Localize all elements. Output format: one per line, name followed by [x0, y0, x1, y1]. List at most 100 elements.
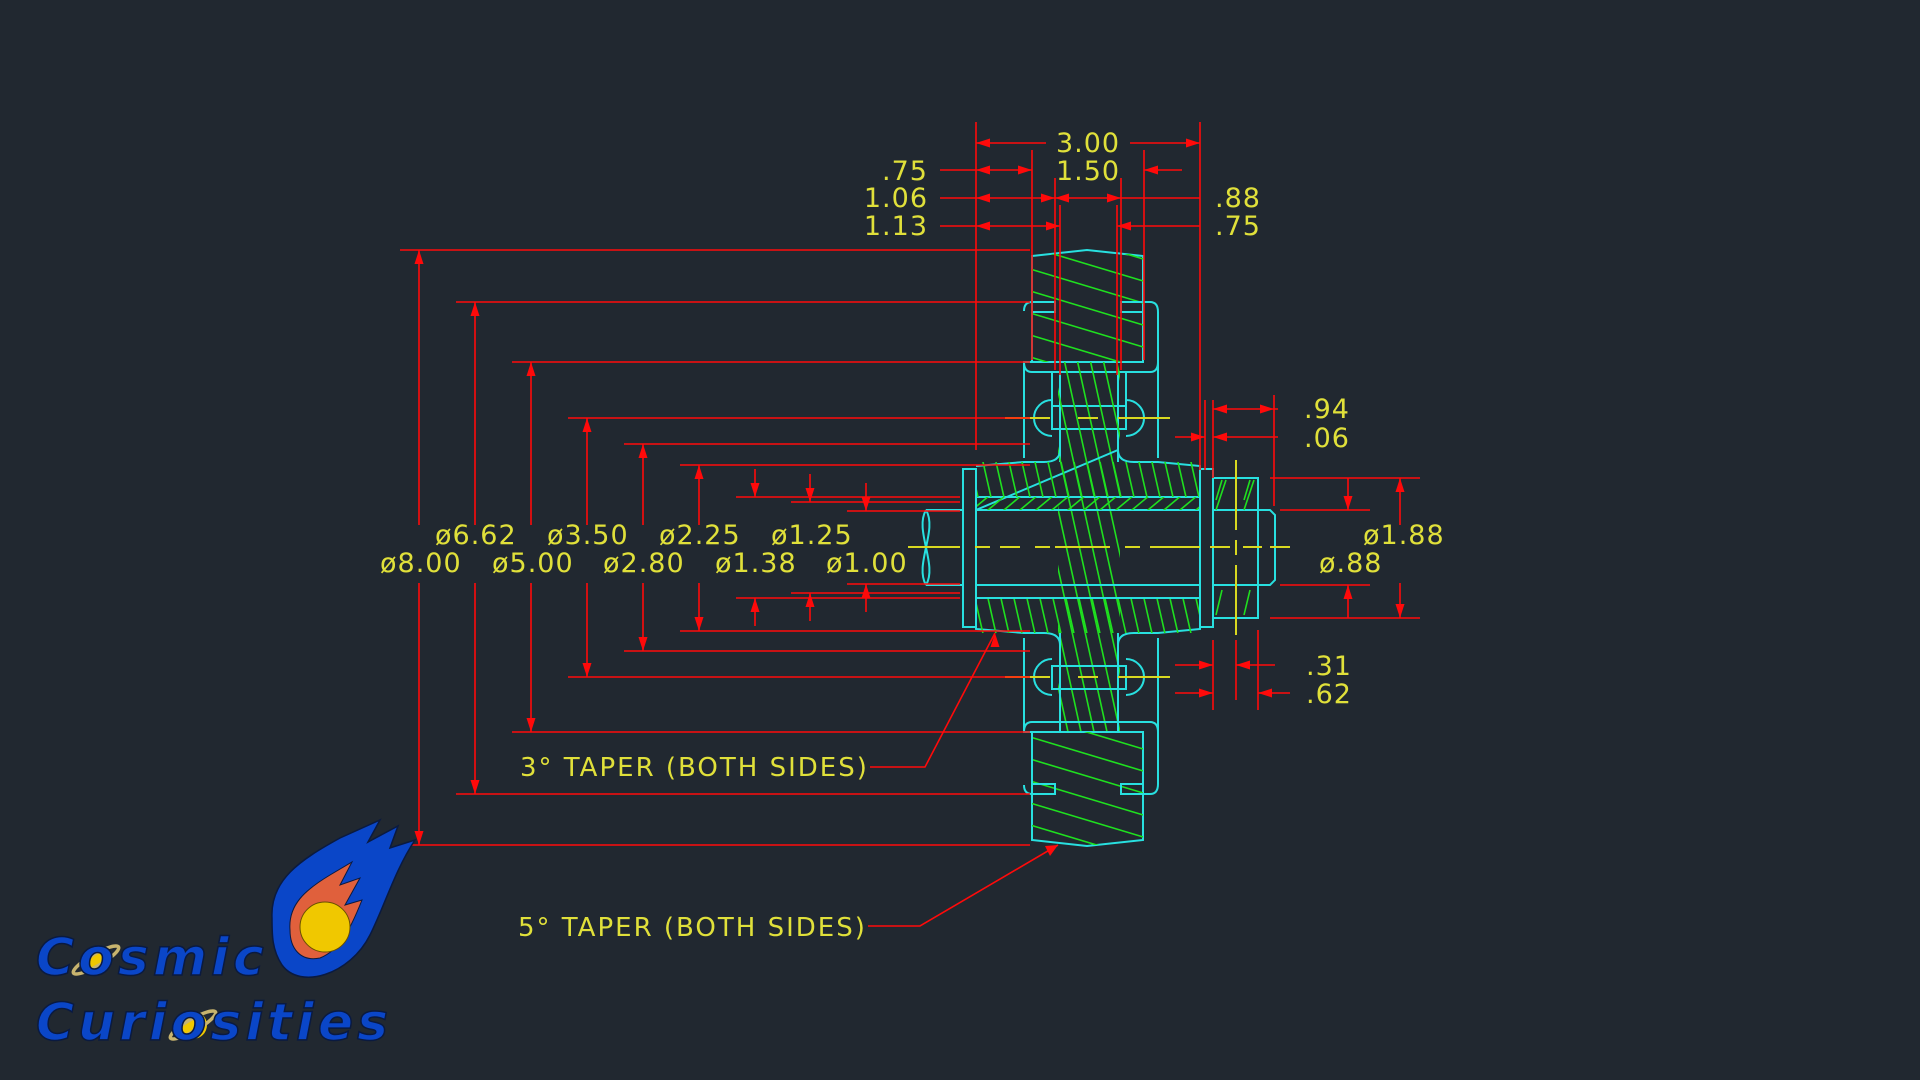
hatch-line [976, 599, 990, 633]
dimension-arrow [526, 718, 536, 732]
hatch-line [1089, 362, 1120, 500]
hatch-line [1042, 599, 1094, 633]
dimension-arrow [582, 663, 592, 677]
hatch-line [1000, 882, 1200, 942]
hatch-line [976, 470, 1036, 520]
dimension-arrow [1395, 478, 1405, 492]
hatch-line [1063, 362, 1120, 618]
dimension-arrow [1191, 432, 1205, 442]
hatch-line [1225, 440, 1275, 660]
hatch-line [1058, 505, 1108, 732]
planet-icon-2 [168, 1009, 218, 1041]
dim-0-62: .62 [1306, 679, 1352, 710]
hatch-line [1194, 300, 1304, 800]
dimension-arrow [1107, 193, 1121, 203]
dimension-arrow [582, 418, 592, 432]
dimension-arrow [1236, 660, 1250, 670]
hatch-line [1029, 462, 1081, 497]
dimension-arrow [1045, 845, 1058, 856]
hatch-line [1081, 462, 1133, 497]
dimension-arrow [638, 637, 648, 651]
hatch-line [1032, 259, 1143, 321]
dimension-arrow [805, 593, 815, 607]
dimension-arrow [638, 444, 648, 458]
dimension-arrow [694, 617, 704, 631]
dim-0-31: .31 [1306, 651, 1352, 682]
dimension-arrow [990, 633, 1000, 647]
hatch-line [1032, 771, 1143, 833]
dimension-arrow [861, 584, 871, 598]
hatch-line [1032, 793, 1143, 845]
dimension-arrow [976, 193, 990, 203]
dimension-arrow [414, 831, 424, 845]
hatch-line [1133, 599, 1185, 633]
gear-web [1023, 300, 1304, 800]
dia-1-25: ø1.25 [771, 520, 853, 551]
gear-section [913, 248, 1304, 942]
hatch-line [913, 440, 963, 660]
dimension-arrow [1144, 165, 1158, 175]
hatch-line [1168, 300, 1278, 800]
dimension-arrow [1395, 604, 1405, 618]
dia-8-00: ø8.00 [380, 548, 462, 579]
hatch-line [1029, 599, 1081, 633]
logo-line1: Cosmic [36, 928, 268, 988]
dim-0-94: .94 [1304, 394, 1350, 425]
planet-icon-1 [71, 944, 121, 976]
hatch-line [1032, 837, 1143, 845]
hatch-line [1032, 325, 1143, 362]
hatch-line [1032, 254, 1143, 255]
hatch-line [1107, 462, 1159, 497]
hatch-line [1068, 599, 1120, 633]
hatch-line [913, 440, 963, 660]
hatch-line [1146, 462, 1198, 497]
hatch-line [1032, 732, 1143, 767]
comet-icon [271, 818, 417, 978]
dimension-arrow [1046, 221, 1060, 231]
dimension-arrow [526, 362, 536, 376]
dimension-arrow [1213, 432, 1227, 442]
hatch-line [1042, 462, 1094, 497]
dimension-arrow [1117, 221, 1131, 231]
dimension-arrow [470, 780, 480, 794]
dim-1-06: 1.06 [864, 183, 928, 214]
dimension-arrow [1213, 404, 1227, 414]
leader-line-5deg [868, 844, 1059, 927]
hatch-line [1032, 254, 1143, 277]
hatch-line [1146, 599, 1198, 633]
hatch-line [1032, 347, 1143, 362]
note-3-deg-taper: 3° TAPER (BOTH SIDES) [520, 753, 869, 783]
gear-hub [913, 440, 1288, 660]
hatch-line [986, 497, 1005, 510]
dimension-arrow [976, 221, 990, 231]
hatch-line [1003, 599, 1055, 633]
hatch-line [1185, 462, 1200, 497]
dia-2-80: ø2.80 [603, 548, 685, 579]
hatch-line [976, 599, 1016, 633]
hatch-line [1159, 462, 1200, 497]
hatch-line [977, 599, 1029, 633]
hatch-line [1058, 564, 1095, 732]
hatch-line [990, 599, 1042, 633]
centerlines [908, 417, 1290, 678]
hatch-line [1000, 860, 1200, 920]
hatch-line [1129, 300, 1239, 800]
hatch-line [1032, 281, 1143, 343]
hatch-line [1016, 462, 1068, 497]
hatch-line [1055, 462, 1107, 497]
hatch-line [1032, 815, 1143, 845]
dim-3-00: 3.00 [1056, 128, 1120, 159]
dimension-arrow [976, 138, 990, 148]
dimension-arrow [1343, 585, 1353, 599]
dimension-arrow [1199, 660, 1213, 670]
dia-6-62: ø6.62 [435, 520, 517, 551]
hatch-line [1238, 440, 1288, 660]
logo-line2: Curiosities [36, 993, 392, 1053]
dim-0-75-right: .75 [1215, 211, 1261, 242]
hatch-line [1068, 462, 1120, 497]
dimension-arrow [750, 483, 760, 497]
dimension-labels: 3.00 1.50 .75 1.06 1.13 .88 .75 .94 .06 … [380, 128, 1444, 943]
hatch-line [1120, 599, 1172, 633]
hatch-line [1107, 599, 1159, 633]
